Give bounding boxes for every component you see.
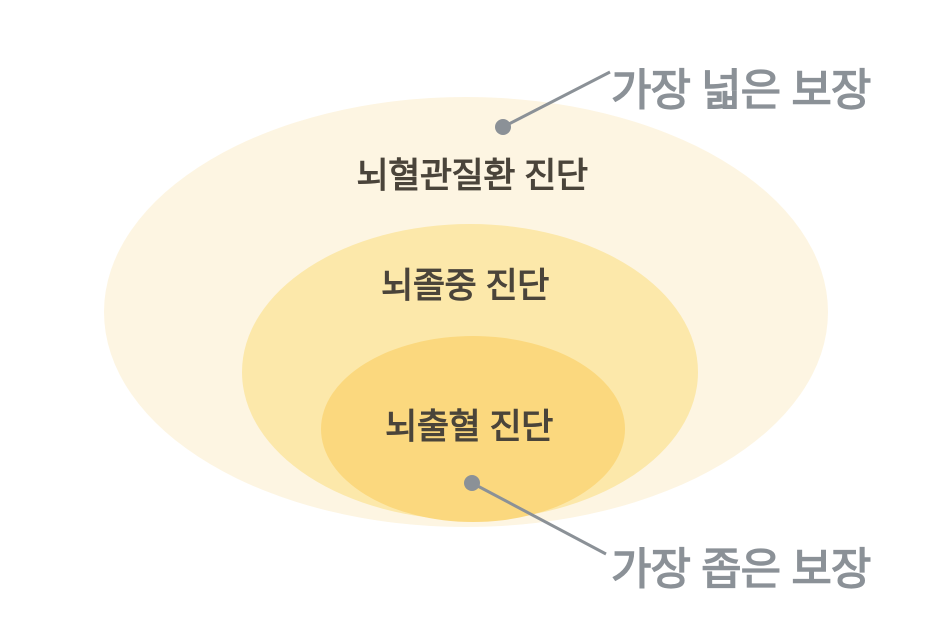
leader-line-top (502, 70, 611, 129)
leader-line-bottom (471, 481, 607, 556)
outer-ring-label: 뇌혈관질환 진단 (356, 156, 588, 196)
leader-dot-bottom (464, 475, 480, 491)
callout-widest-coverage: 가장 넓은 보장 (611, 66, 871, 115)
callout-narrowest-coverage: 가장 좁은 보장 (611, 545, 871, 594)
leader-dot-top (495, 119, 511, 135)
inner-ring-label: 뇌출혈 진단 (385, 407, 553, 447)
middle-ring-label: 뇌졸중 진단 (381, 266, 549, 306)
inner-ring-hemorrhage (321, 336, 625, 522)
